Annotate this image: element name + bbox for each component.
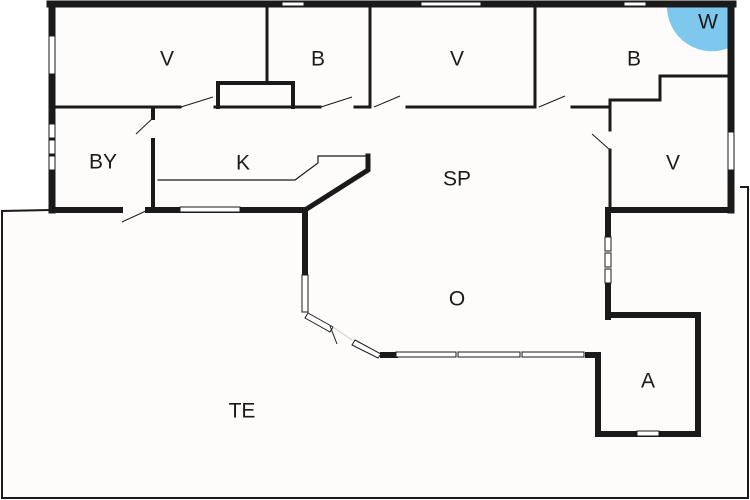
room-label-kitchen: K [236,152,250,175]
room-label-terrace: TE [229,400,256,423]
room-label-bathroom-1: B [311,48,325,71]
room-label-bedroom-3: V [666,152,680,175]
room-label-bedroom-1: V [160,48,174,71]
room-label-utility: BY [89,151,117,174]
door-swings [121,95,611,345]
compass-shape [666,3,733,52]
room-label-dining: SP [443,168,471,191]
room-label-bathroom-2: B [627,48,641,71]
compass-label: W [698,11,718,34]
room-labels: V B V B BY K SP V O A TE W [89,11,718,423]
room-label-living: O [449,288,465,311]
room-label-bedroom-2: V [450,48,464,71]
house-floor [50,3,733,434]
room-label-storage: A [641,370,655,393]
windows [48,1,735,437]
